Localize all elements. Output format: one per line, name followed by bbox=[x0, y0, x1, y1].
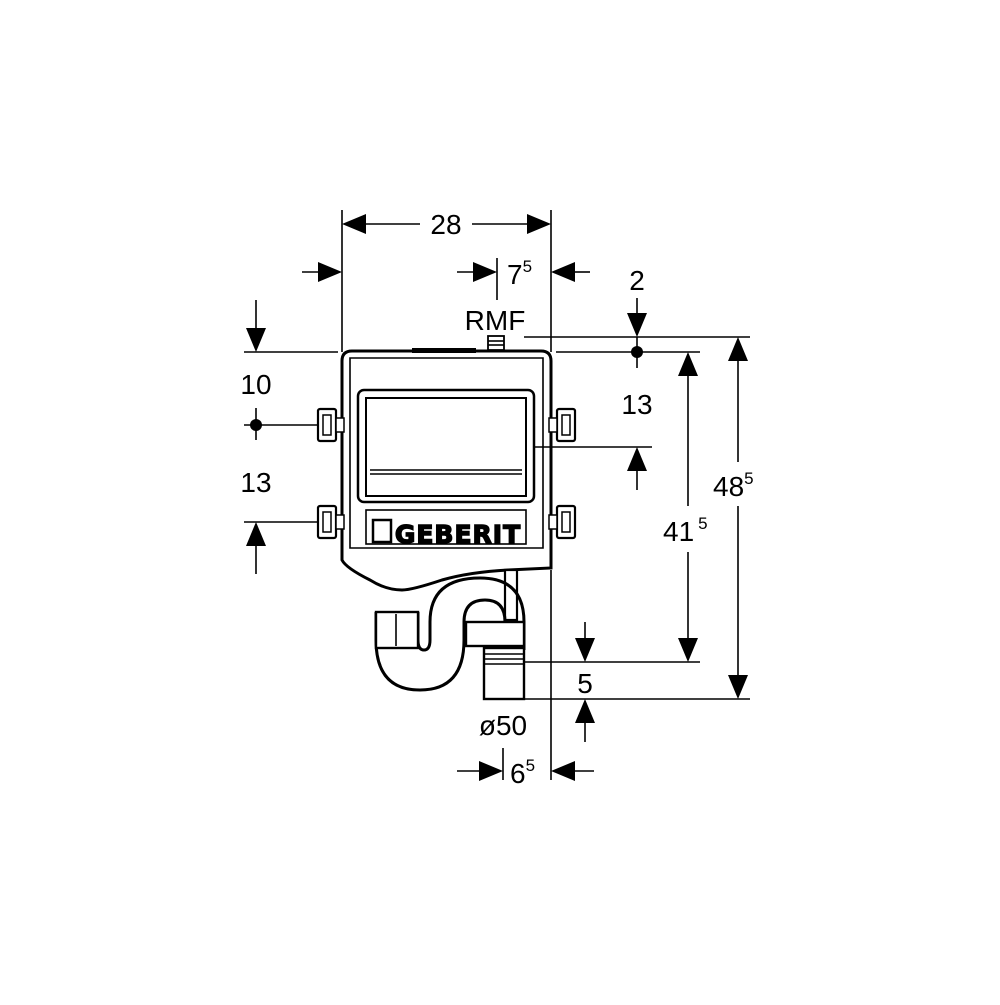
dim-label-6-5: 65 bbox=[510, 756, 535, 789]
siphon-collar bbox=[464, 620, 526, 648]
point-marker-left bbox=[250, 419, 262, 431]
diameter-label: ø50 bbox=[479, 710, 527, 741]
dim-label-13-right: 13 bbox=[621, 389, 652, 420]
rmf-connector bbox=[487, 335, 505, 351]
outlet-pipe-upper bbox=[503, 568, 519, 622]
arrow-left bbox=[342, 214, 366, 234]
bracket-left-bottom bbox=[316, 504, 345, 540]
dim-label-10: 10 bbox=[240, 369, 271, 400]
logo-mark bbox=[371, 518, 393, 544]
device-body: GEBERIT bbox=[316, 335, 577, 701]
height-total-dimension: 485 bbox=[524, 337, 754, 700]
bottom-gap-dimension: 5 bbox=[575, 622, 595, 742]
width-dimension: 28 bbox=[341, 209, 552, 352]
rmf-offset-dimension: 75 bbox=[457, 257, 590, 300]
siphon-inlet bbox=[374, 610, 420, 650]
rmf-label: RMF bbox=[465, 305, 526, 336]
dim-label-48-5: 485 bbox=[713, 469, 754, 502]
dim-label-28: 28 bbox=[430, 209, 461, 240]
bracket-right-top bbox=[548, 407, 577, 443]
dim-label-2: 2 bbox=[629, 265, 645, 296]
left-gap-dimension: 13 bbox=[240, 467, 318, 574]
dim-label-5: 5 bbox=[577, 668, 593, 699]
bracket-left-top bbox=[316, 407, 345, 443]
dim-label-7-5: 75 bbox=[507, 257, 532, 290]
bracket-right-bottom bbox=[548, 504, 577, 540]
right-top-dimension: 2 bbox=[524, 265, 750, 368]
siphon-trap bbox=[374, 576, 526, 692]
left-offset-arrow bbox=[302, 262, 342, 282]
left-top-dimension: 10 bbox=[240, 300, 338, 440]
logo-plate bbox=[365, 509, 527, 545]
panel-window bbox=[365, 397, 527, 497]
outlet-spigot bbox=[482, 646, 526, 701]
dim-label-13-left: 13 bbox=[240, 467, 271, 498]
arrow-right bbox=[527, 214, 551, 234]
outlet-offset-dimension: 65 bbox=[457, 570, 594, 789]
brand-logo: GEBERIT bbox=[395, 520, 521, 549]
